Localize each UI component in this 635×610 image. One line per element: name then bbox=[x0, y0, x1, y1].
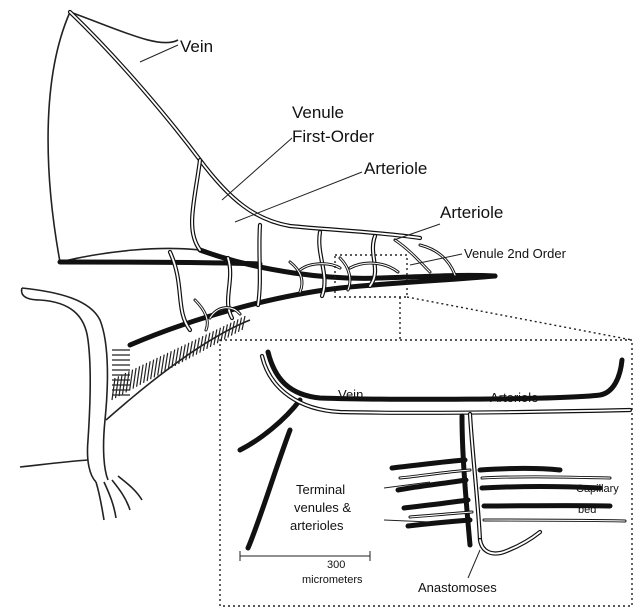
hatch-stroke bbox=[133, 368, 136, 389]
wing-bone-structure bbox=[20, 12, 250, 520]
label-anastomoses: Anastomoses bbox=[418, 580, 497, 595]
label-capillary: Capillary bbox=[576, 483, 619, 495]
label-leader-lines bbox=[140, 45, 462, 265]
label-venule: Venule bbox=[292, 103, 344, 122]
hatch-stroke bbox=[140, 365, 143, 385]
hatch-stroke bbox=[158, 356, 161, 375]
hatch-stroke bbox=[196, 338, 199, 355]
label-scale-value: 300 bbox=[327, 559, 345, 571]
label-vein: Vein bbox=[180, 37, 213, 56]
hatch-stroke bbox=[186, 343, 189, 360]
label-venule-2nd-order: Venule 2nd Order bbox=[464, 246, 567, 261]
label-venules-and: venules & bbox=[294, 500, 351, 515]
label-capillary-bed: bed bbox=[578, 504, 596, 516]
main-vein bbox=[70, 12, 420, 238]
hatch-stroke bbox=[147, 361, 150, 381]
label-venule-first-order: First-Order bbox=[292, 127, 375, 146]
connecting-vessels bbox=[170, 160, 455, 330]
label-scale-unit: micrometers bbox=[302, 574, 363, 586]
inset-magnified-view bbox=[220, 340, 632, 606]
hatch-stroke bbox=[151, 360, 154, 380]
hatch-stroke bbox=[130, 370, 133, 391]
hatch-stroke bbox=[189, 341, 192, 358]
large-membrane-vessel bbox=[60, 250, 495, 345]
hatch-stroke bbox=[123, 373, 126, 394]
zoom-region-indicator bbox=[335, 255, 632, 340]
hatch-stroke bbox=[144, 363, 147, 383]
label-terminal: Terminal bbox=[296, 482, 345, 497]
hatch-stroke bbox=[182, 344, 185, 362]
label-arteriole-second: Arteriole bbox=[440, 203, 503, 222]
hatch-stroke bbox=[179, 346, 182, 364]
label-arteriole-first: Arteriole bbox=[364, 159, 427, 178]
label-inset-arteriole: Arteriole bbox=[490, 390, 538, 405]
hatch-stroke bbox=[137, 366, 140, 386]
hatch-stroke bbox=[112, 378, 115, 400]
hatch-stroke bbox=[193, 339, 196, 356]
label-arterioles: arterioles bbox=[290, 518, 344, 533]
hatch-stroke bbox=[154, 358, 157, 377]
hatch-stroke bbox=[161, 355, 164, 374]
label-inset-vein: Vein bbox=[338, 387, 363, 402]
